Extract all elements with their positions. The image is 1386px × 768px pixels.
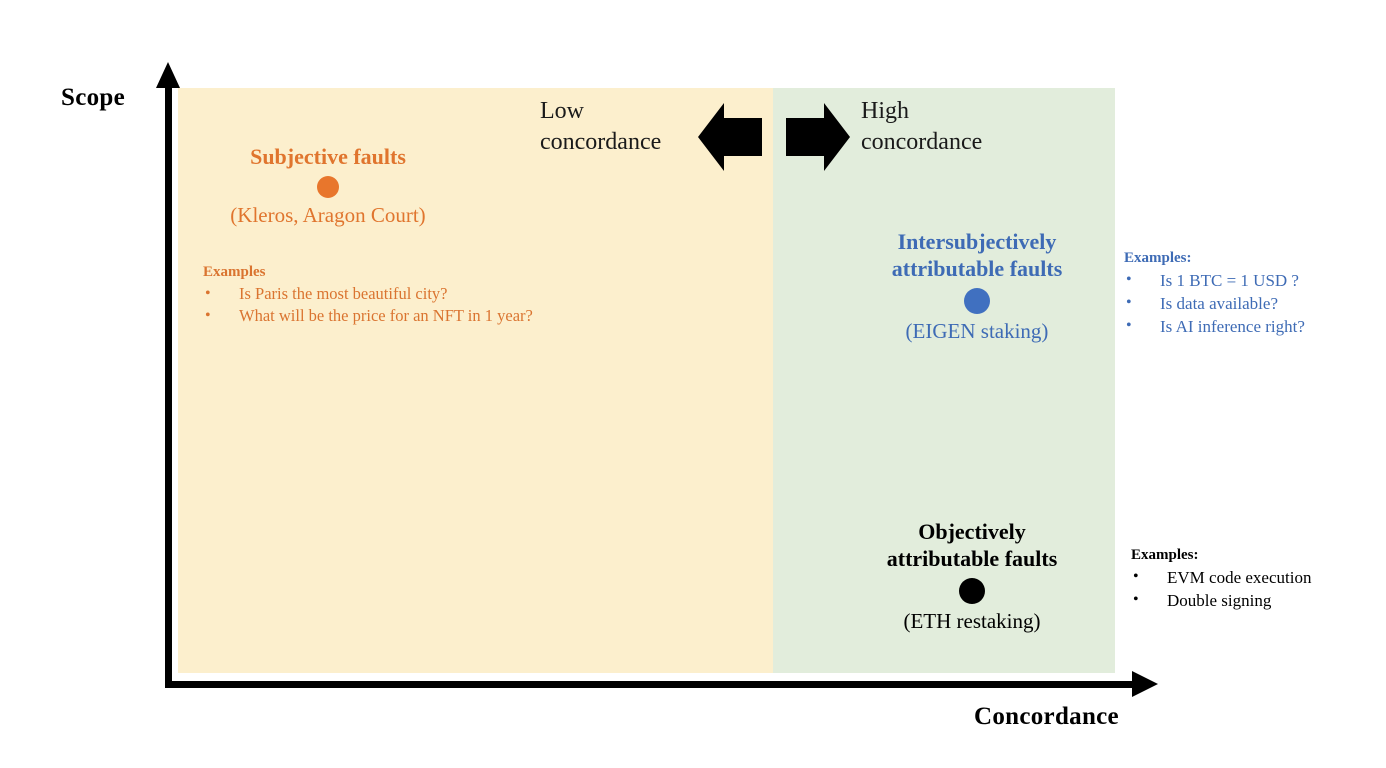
high-concordance-label-line1: High <box>861 98 909 124</box>
bullet-icon: • <box>205 285 211 302</box>
y-axis-line <box>165 84 172 685</box>
arrow-right-icon <box>786 103 850 171</box>
group-objective-title-line1: Objectively <box>918 519 1026 544</box>
list-item: • What will be the price for an NFT in 1… <box>203 305 603 327</box>
examples-objective: Examples: • EVM code execution • Double … <box>1131 545 1381 612</box>
examples-objective-heading: Examples: <box>1131 547 1199 563</box>
y-axis-label: Scope <box>61 84 125 111</box>
group-intersubjective-dot <box>964 288 990 314</box>
bullet-icon: • <box>1126 294 1132 311</box>
list-item-text: Is data available? <box>1160 294 1278 313</box>
list-item: • EVM code execution <box>1131 566 1381 589</box>
low-concordance-label-line2: concordance <box>540 129 662 155</box>
examples-intersubjective: Examples: • Is 1 BTC = 1 USD ? • Is data… <box>1124 248 1374 338</box>
panel-high-concordance <box>773 88 1115 673</box>
list-item: • Is data available? <box>1124 292 1374 315</box>
bullet-icon: • <box>1126 317 1132 334</box>
panel-low-concordance <box>178 88 773 673</box>
list-item: • Double signing <box>1131 589 1381 612</box>
arrow-left-icon <box>698 103 762 171</box>
bullet-icon: • <box>205 307 211 324</box>
y-axis-arrowhead-icon <box>156 62 180 88</box>
list-item-text: EVM code execution <box>1167 568 1312 587</box>
group-intersubjective-title-line1: Intersubjectively <box>897 229 1057 254</box>
examples-subjective: Examples • Is Paris the most beautiful c… <box>203 262 603 327</box>
x-axis-line <box>165 681 1138 688</box>
examples-intersubjective-list: • Is 1 BTC = 1 USD ? • Is data available… <box>1124 269 1374 338</box>
examples-objective-list: • EVM code execution • Double signing <box>1131 566 1381 612</box>
group-intersubjective-title-line2: attributable faults <box>891 256 1063 281</box>
group-objective-dot <box>959 578 985 604</box>
high-concordance-label: High concordance <box>861 96 982 158</box>
x-axis-arrowhead-icon <box>1132 671 1158 697</box>
x-axis-label: Concordance <box>974 703 1119 730</box>
bullet-icon: • <box>1133 591 1139 608</box>
list-item: • Is Paris the most beautiful city? <box>203 283 603 305</box>
list-item: • Is 1 BTC = 1 USD ? <box>1124 269 1374 292</box>
group-subjective-dot <box>317 176 339 198</box>
examples-intersubjective-heading: Examples: <box>1124 250 1192 266</box>
list-item-text: What will be the price for an NFT in 1 y… <box>239 306 533 325</box>
high-concordance-label-line2: concordance <box>861 129 983 155</box>
examples-subjective-list: • Is Paris the most beautiful city? • Wh… <box>203 283 603 327</box>
bullet-icon: • <box>1126 271 1132 288</box>
group-subjective-faults: Subjective faults (Kleros, Aragon Court) <box>183 143 473 228</box>
low-concordance-label: Low concordance <box>540 96 661 158</box>
list-item: • Is AI inference right? <box>1124 315 1374 338</box>
group-objective-faults: Objectively attributable faults (ETH res… <box>852 518 1092 634</box>
list-item-text: Is Paris the most beautiful city? <box>239 284 448 303</box>
group-objective-title-line2: attributable faults <box>886 546 1058 571</box>
group-subjective-subtitle: (Kleros, Aragon Court) <box>230 203 426 227</box>
low-concordance-label-line1: Low <box>540 98 584 124</box>
group-objective-subtitle: (ETH restaking) <box>903 609 1041 633</box>
bullet-icon: • <box>1133 568 1139 585</box>
group-subjective-title: Subjective faults <box>250 144 406 169</box>
list-item-text: Is AI inference right? <box>1160 317 1305 336</box>
list-item-text: Is 1 BTC = 1 USD ? <box>1160 271 1299 290</box>
group-intersubjective-faults: Intersubjectively attributable faults (E… <box>857 228 1097 344</box>
list-item-text: Double signing <box>1167 591 1272 610</box>
examples-subjective-heading: Examples <box>203 264 266 280</box>
group-intersubjective-subtitle: (EIGEN staking) <box>905 319 1049 343</box>
